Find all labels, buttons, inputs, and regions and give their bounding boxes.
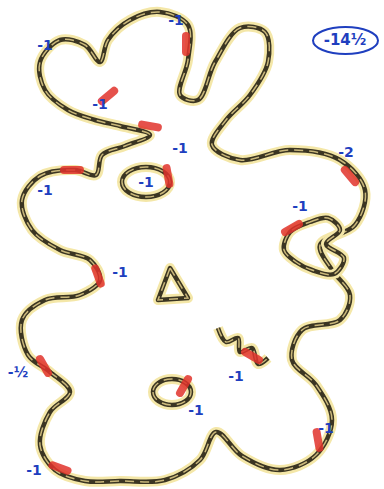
score-label: -1 (92, 97, 108, 111)
inner-oval-ticks (122, 167, 170, 197)
inner-oval (122, 167, 170, 197)
triangle-ticks (158, 268, 188, 300)
red-mark (175, 374, 194, 399)
score-label: -1 (112, 265, 128, 279)
triangle-glow (158, 268, 188, 300)
score-label: -1 (26, 463, 42, 477)
red-mark (240, 347, 265, 366)
total-score: -14½ (324, 33, 367, 48)
red-mark (162, 163, 174, 188)
score-label: -2 (338, 145, 354, 159)
red-mark (47, 460, 72, 476)
blob-outline-glow (21, 12, 366, 482)
total-circle: -14½ (311, 25, 380, 56)
triangle (158, 268, 188, 300)
circle-ring (313, 27, 378, 54)
score-label: -1 (228, 369, 244, 383)
red-mark (280, 219, 305, 238)
red-mark (35, 354, 54, 379)
blob-outline-ticks (21, 12, 366, 482)
red-mark (339, 164, 361, 188)
score-label: -1 (318, 421, 334, 435)
red-mark (182, 32, 190, 56)
red-mark (137, 120, 162, 132)
score-label: -½ (8, 365, 28, 379)
red-mark (60, 166, 84, 174)
red-mark (90, 263, 106, 288)
blob-outline (21, 12, 366, 482)
score-label: -1 (292, 199, 308, 213)
score-label: -1 (168, 13, 184, 27)
score-label: -1 (37, 183, 53, 197)
score-label: -1 (138, 175, 154, 189)
inner-oval-glow (122, 167, 170, 197)
score-label: -1 (37, 38, 53, 52)
score-label: -1 (188, 403, 204, 417)
score-label: -1 (172, 141, 188, 155)
